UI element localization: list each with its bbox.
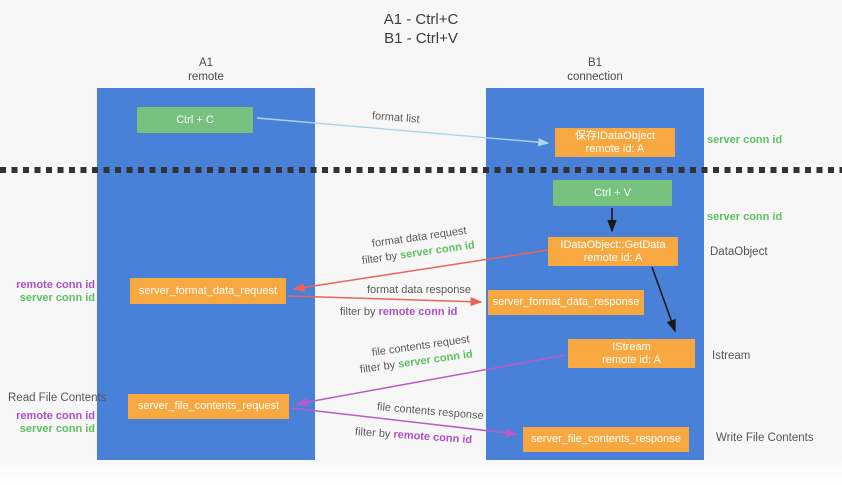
- format-data-response-filter-label: filter by remote conn id: [340, 306, 457, 318]
- ctrl-c-node: Ctrl + C: [137, 107, 253, 133]
- server-file-contents-request-label: server_file_contents_request: [137, 400, 280, 412]
- filter-key-remote-conn-id: remote conn id: [378, 306, 458, 318]
- lane-header-a1: A1 remote: [97, 57, 315, 84]
- filter-by-text: filter by: [354, 426, 391, 441]
- server-file-contents-response-node: server_file_contents_response: [523, 427, 689, 452]
- lane-header-b1: B1 connection: [486, 57, 704, 84]
- server-conn-id-annotation-left-bottom: server conn id: [19, 423, 95, 435]
- format-data-response-arrow-label: format data response: [367, 284, 471, 296]
- server-file-contents-response-label: server_file_contents_response: [531, 433, 681, 445]
- getdata-line2: remote id: A: [583, 251, 643, 264]
- filter-by-text: filter by: [340, 306, 376, 318]
- save-idataobject-line2: remote id: A: [585, 142, 645, 155]
- idataobject-getdata-node: IDataObject::GetData remote id: A: [548, 237, 678, 266]
- save-idataobject-line1: 保存IDataObject: [574, 129, 656, 142]
- server-format-data-request-node: server_format_data_request: [130, 278, 286, 304]
- format-data-response-arrow: [287, 295, 483, 307]
- filter-by-text: filter by: [359, 359, 396, 376]
- title-line-1: A1 - Ctrl+C: [383, 11, 459, 28]
- read-file-contents-annotation: Read File Contents: [8, 392, 107, 404]
- lane-b1-name: B1: [587, 57, 603, 69]
- ctrl-v-label: Ctrl + V: [594, 186, 631, 199]
- ctrl-c-label: Ctrl + C: [176, 113, 214, 126]
- server-format-data-response-label: server_format_data_response: [492, 296, 640, 308]
- server-format-data-request-label: server_format_data_request: [138, 284, 278, 297]
- remote-conn-id-annotation-bottom: remote conn id: [16, 410, 95, 422]
- server-format-data-response-node: server_format_data_response: [488, 290, 644, 315]
- istream-line2: remote id: A: [602, 353, 661, 366]
- diagram-title: A1 - Ctrl+C B1 - Ctrl+V: [0, 10, 842, 48]
- save-idataobject-node: 保存IDataObject remote id: A: [555, 128, 675, 157]
- server-file-contents-request-node: server_file_contents_request: [128, 394, 289, 419]
- lane-b1-role: connection: [567, 70, 623, 83]
- getdata-line1: IDataObject::GetData: [560, 238, 666, 251]
- server-conn-id-annotation-top: server conn id: [707, 134, 783, 146]
- file-contents-response-filter-label: filter by remote conn id: [355, 426, 473, 446]
- filter-by-text: filter by: [361, 250, 398, 267]
- lane-a1-name: A1: [198, 57, 214, 69]
- istream-annotation: Istream: [712, 350, 751, 362]
- server-conn-id-annotation-left-top: server conn id: [19, 292, 95, 304]
- write-file-contents-annotation: Write File Contents: [716, 432, 814, 444]
- left-conn-id-pair-top: remote conn id server conn id: [5, 279, 95, 305]
- phase-separator-dashed-line: [0, 167, 842, 173]
- format-list-arrow-label: format list: [371, 110, 421, 126]
- istream-line1: IStream: [612, 340, 651, 353]
- title-line-2: B1 - Ctrl+V: [384, 30, 458, 47]
- remote-conn-id-annotation-top: remote conn id: [16, 279, 95, 291]
- dataobject-annotation: DataObject: [710, 246, 768, 258]
- left-conn-id-pair-bottom: remote conn id server conn id: [5, 410, 95, 436]
- server-conn-id-annotation-mid: server conn id: [707, 211, 783, 223]
- filter-key-remote-conn-id: remote conn id: [393, 428, 473, 447]
- lane-a1-role: remote: [188, 70, 224, 83]
- ctrl-v-node: Ctrl + V: [553, 180, 672, 206]
- file-contents-response-arrow-label: file contents response: [376, 401, 485, 423]
- istream-node: IStream remote id: A: [568, 339, 695, 368]
